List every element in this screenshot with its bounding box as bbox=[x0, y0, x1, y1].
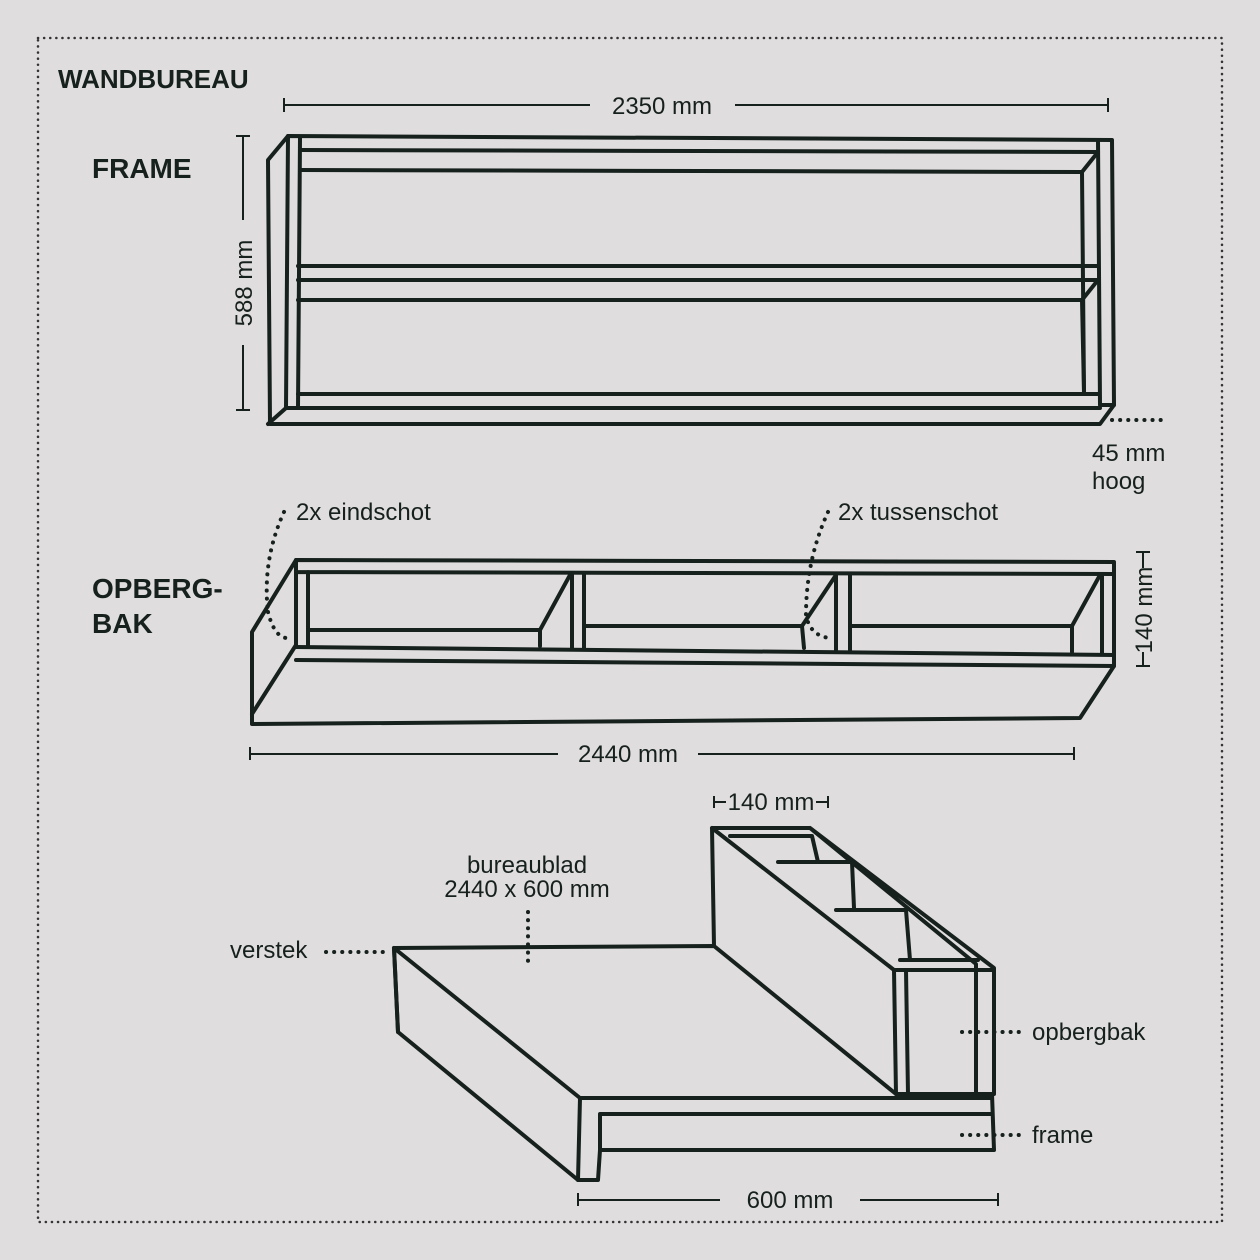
desktop-label: bureaublad bbox=[467, 852, 587, 879]
frame-thickness-label-2: hoog bbox=[1092, 468, 1145, 495]
storage-height-dimension: 140 mm bbox=[1131, 567, 1158, 654]
frame-thickness-label: 45 mm bbox=[1092, 440, 1165, 467]
end-panels-label: 2x eindschot bbox=[296, 499, 431, 526]
frame-callout: frame bbox=[1032, 1122, 1093, 1149]
dividers-label: 2x tussenschot bbox=[838, 499, 998, 526]
frame-label: FRAME bbox=[92, 153, 192, 184]
storage-width-dimension: 2440 mm bbox=[578, 741, 678, 768]
frame-drawing: FRAME 2350 mm 588 mm 45 mm hoog bbox=[92, 93, 1167, 495]
dotted-border bbox=[36, 36, 1224, 1224]
diagram-title: WANDBUREAU bbox=[58, 64, 249, 94]
desk-depth-dimension: 600 mm bbox=[747, 1187, 834, 1214]
miter-label: verstek bbox=[230, 937, 308, 964]
desktop-size-label: 2440 x 600 mm bbox=[444, 876, 609, 903]
storage-label-2: BAK bbox=[92, 608, 153, 639]
storage-box-drawing: OPBERG- BAK 2x eindschot 2x tussenschot … bbox=[92, 499, 1158, 768]
storage-label-1: OPBERG- bbox=[92, 573, 223, 604]
frame-width-dimension: 2350 mm bbox=[612, 93, 712, 120]
assembly-drawing: 140 mm bureaublad 2440 x 600 mm verstek … bbox=[230, 789, 1146, 1214]
frame-height-dimension: 588 mm bbox=[231, 240, 258, 327]
storage-callout: opbergbak bbox=[1032, 1019, 1146, 1046]
storage-depth-dimension: 140 mm bbox=[728, 789, 815, 816]
